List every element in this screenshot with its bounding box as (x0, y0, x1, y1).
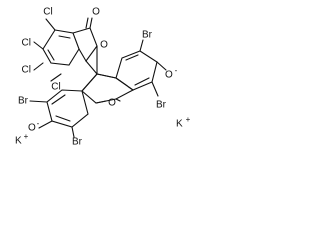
left-upper-double-1 (58, 35, 71, 39)
bond-phenoxide-right (156, 61, 167, 71)
left-lower-double-1 (51, 94, 66, 105)
bond-xanthene-oxygen-right (115, 98, 121, 102)
bond-cl1 (45, 18, 56, 31)
bond-cl3 (33, 62, 44, 71)
left-upper-double-2 (47, 49, 55, 61)
atom-cl-4: Cl (51, 82, 60, 93)
charge-k-2: + (24, 132, 29, 141)
spiro-left (85, 60, 98, 75)
left-lower-double-2 (55, 115, 71, 122)
bond-br4 (71, 126, 75, 138)
lactone-ring (72, 27, 98, 63)
bond-layer (29, 17, 167, 138)
bond-br2 (151, 81, 159, 97)
atom-carbonyl-oxygen: O (92, 7, 100, 18)
bond-xanthene-oxygen-left (95, 100, 107, 104)
atom-phenoxide-left: O (28, 123, 36, 134)
chemical-structure: O O O O - O - Cl Cl Cl Cl Br Br Br Br K … (15, 7, 191, 147)
atom-xanthene-oxygen: O (108, 98, 116, 109)
atom-br-3: Br (18, 96, 29, 107)
carbonyl-bond (89, 17, 93, 29)
left-upper-ring (42, 29, 80, 66)
atom-cl-3: Cl (22, 65, 31, 76)
charge-phenoxide-right: - (175, 66, 178, 75)
charge-k-1: + (186, 115, 191, 124)
bond-br3 (29, 100, 48, 103)
atom-br-2: Br (156, 100, 167, 111)
atom-br-1: Br (142, 30, 153, 41)
charge-phenoxide-left: - (37, 119, 40, 128)
bond-phenoxide-left (38, 120, 53, 129)
atom-phenoxide-right: O (165, 70, 173, 81)
bond-br1 (139, 39, 144, 52)
atom-ring-oxygen: O (100, 40, 108, 51)
atom-k-2: K (15, 136, 22, 147)
left-lower-ring (46, 89, 89, 128)
bond-cl2 (33, 41, 44, 50)
atom-cl-2: Cl (22, 38, 31, 49)
atom-cl-1: Cl (43, 7, 52, 18)
right-upper-double-2 (134, 77, 150, 86)
bond-cl4 (50, 73, 62, 82)
atom-k-1: K (176, 119, 183, 130)
atom-label-layer: O O O O - O - Cl Cl Cl Cl Br Br Br Br K … (15, 7, 191, 147)
carbonyl-double (85, 17, 89, 29)
atom-br-4: Br (72, 137, 83, 147)
right-upper-double-1 (125, 54, 139, 61)
